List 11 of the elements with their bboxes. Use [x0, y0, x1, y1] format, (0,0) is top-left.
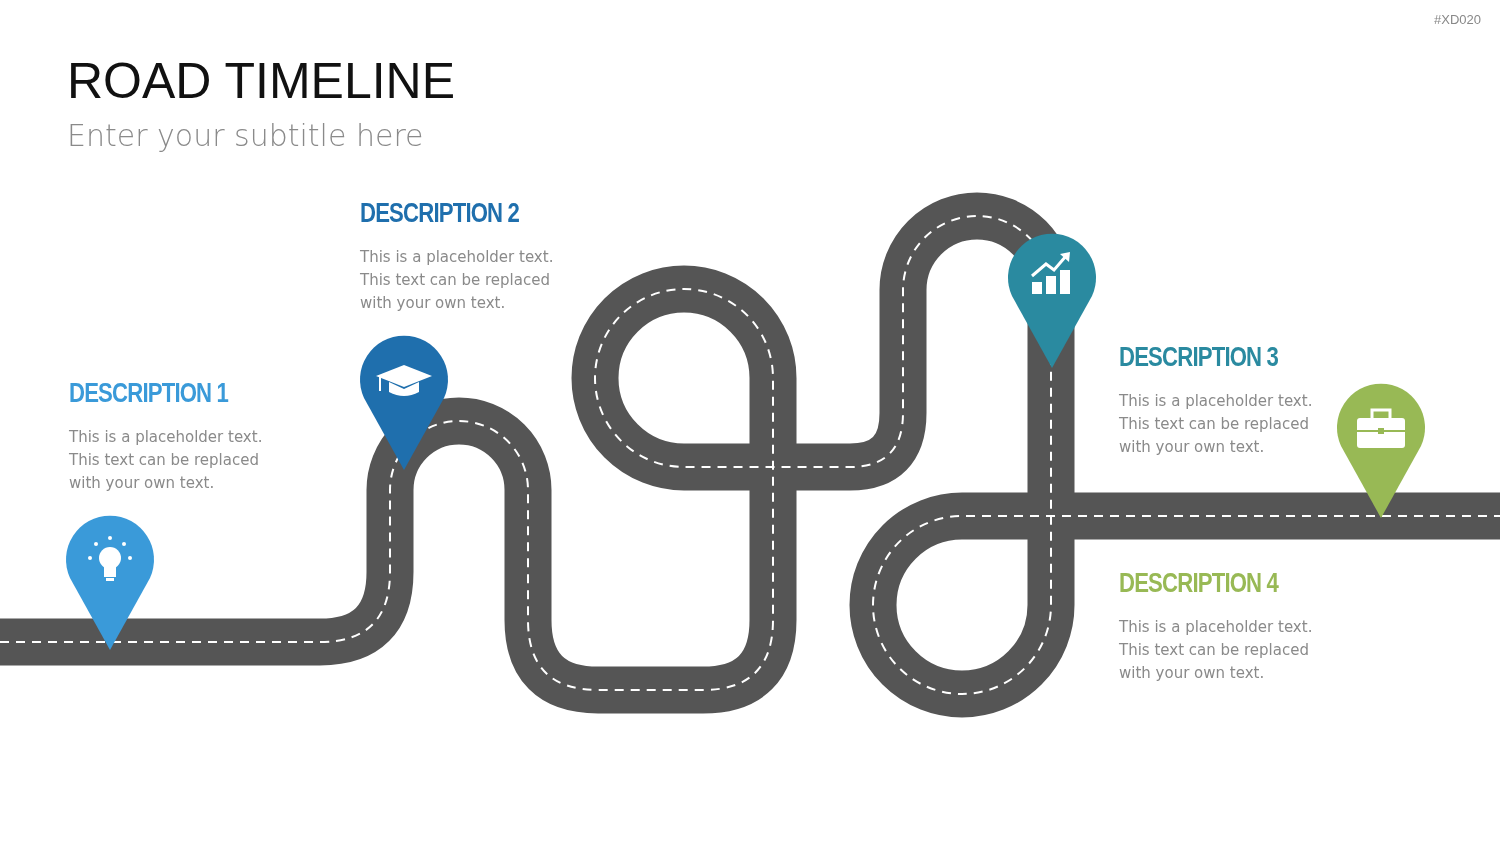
heading: DESCRIPTION 4: [1119, 568, 1279, 599]
heading: DESCRIPTION 2: [360, 198, 520, 229]
body-text: This is a placeholder text. This text can be replaced with your own text.: [1119, 617, 1314, 684]
subtitle: Enter your subtitle here: [67, 118, 424, 153]
body-text: This is a placeholder text. This text can be replaced with your own text.: [69, 427, 264, 494]
body-text: This is a placeholder text. This text can be replaced with your own text.: [1119, 391, 1314, 458]
slide-title: ROAD TIMELINE: [67, 52, 456, 110]
template-code: #XD020: [1434, 12, 1481, 27]
heading: DESCRIPTION 1: [69, 378, 229, 409]
heading: DESCRIPTION 3: [1119, 342, 1279, 373]
body-text: This is a placeholder text. This text can be replaced with your own text.: [360, 247, 555, 314]
